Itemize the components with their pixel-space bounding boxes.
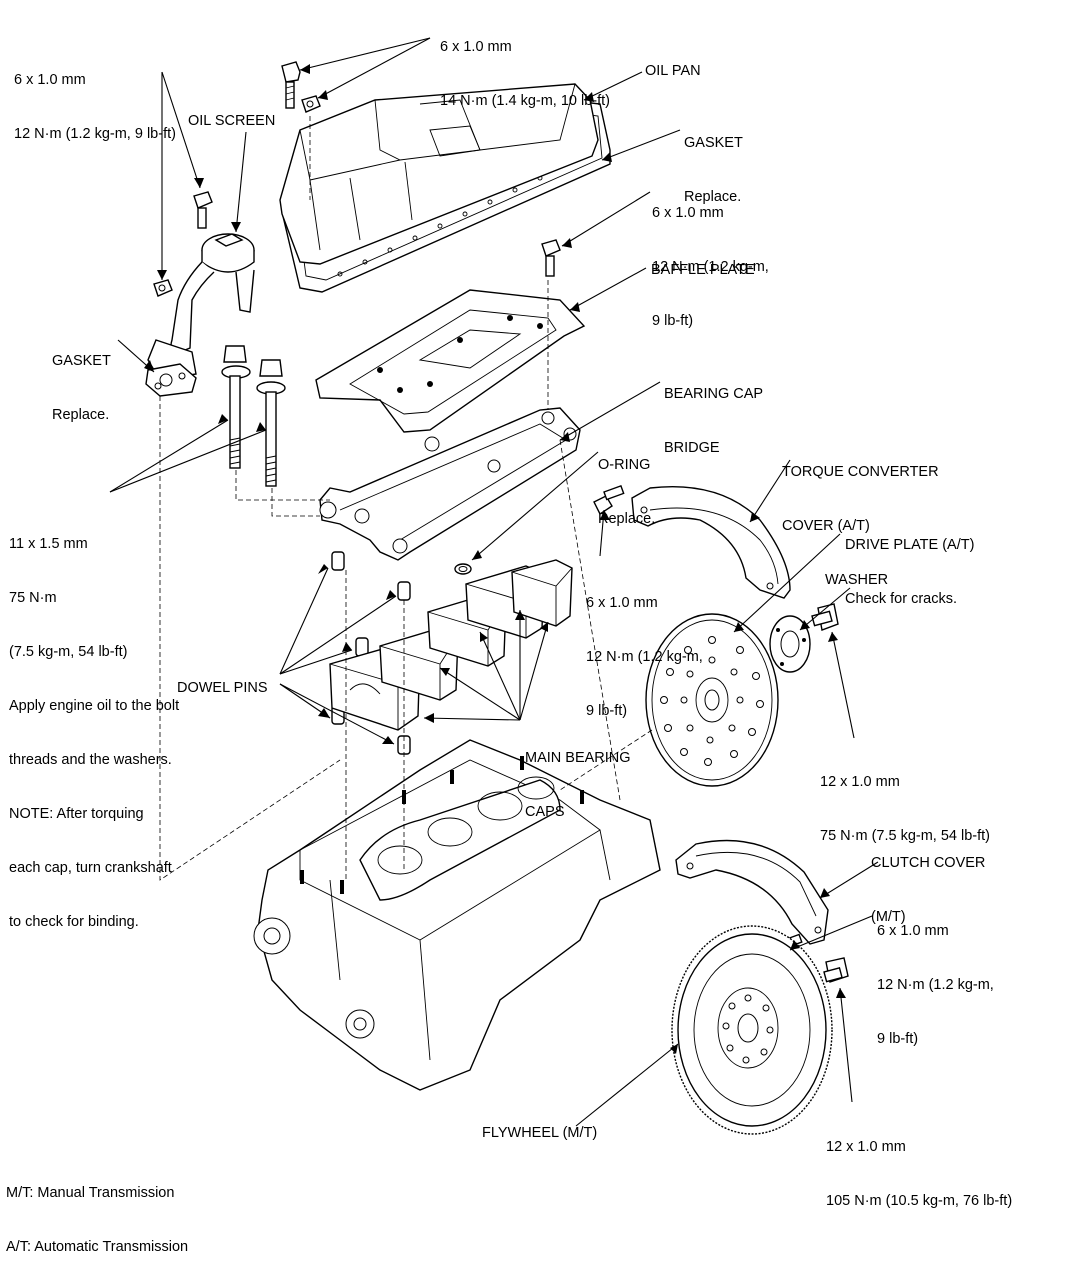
flywheel <box>671 925 833 1135</box>
clutch-cover-bolt-torque-1: 12 N·m (1.2 kg-m, <box>877 977 994 993</box>
o-ring-note: Replace. <box>598 511 656 527</box>
drive-plate-label: DRIVE PLATE (A/T) Check for cracks. <box>845 500 974 626</box>
screen-gasket-label: GASKET Replace. <box>52 316 111 442</box>
drive-plate-note: Check for cracks. <box>845 591 957 607</box>
baffle-plate <box>315 289 586 433</box>
baffle-bolt-spec: 6 x 1.0 mm 12 N·m (1.2 kg-m, 9 lb-ft) <box>652 168 769 348</box>
screen-gasket-note: Replace. <box>52 407 110 423</box>
o-ring <box>454 563 472 575</box>
exploded-view-diagram <box>109 37 879 1135</box>
clutch-cover-bolt-size: 6 x 1.0 mm <box>877 923 949 939</box>
main-bolt-spec: 11 x 1.5 mm 75 N·m (7.5 kg-m, 54 lb-ft) … <box>9 499 179 949</box>
screen-gasket-name: GASKET <box>52 353 111 369</box>
oil-pan-bolt-torque: 14 N·m (1.4 kg-m, 10 lb-ft) <box>440 93 611 109</box>
clutch-cover <box>675 839 829 945</box>
main-bolt-note-3: NOTE: After torquing <box>9 806 144 822</box>
oil-screen-bolt <box>193 191 213 229</box>
dowel-pin <box>397 581 411 601</box>
drive-plate-bolt-torque: 75 N·m (7.5 kg-m, 54 lb-ft) <box>820 828 991 844</box>
oil-pan-bolt-spec: 6 x 1.0 mm 14 N·m (1.4 kg-m, 10 lb-ft) <box>440 2 610 128</box>
oil-pan-bolt-size: 6 x 1.0 mm <box>440 39 512 55</box>
cover-bolt-spec: 6 x 1.0 mm 12 N·m (1.2 kg-m, 9 lb-ft) <box>586 558 703 738</box>
main-bearing-caps-line1: MAIN BEARING <box>525 750 631 766</box>
bearing-cap-bridge-line1: BEARING CAP <box>664 386 764 402</box>
main-bearing-caps-line2: CAPS <box>525 804 565 820</box>
engine-block <box>253 739 661 1091</box>
leader-lines <box>109 37 879 1127</box>
drive-plate-bolt-size: 12 x 1.0 mm <box>820 774 900 790</box>
alignment-lines <box>159 116 653 881</box>
torque-converter-cover-line1: TORQUE CONVERTER <box>782 464 939 480</box>
dowel-pins-label: DOWEL PINS <box>177 680 268 696</box>
arrowheads <box>144 64 846 1054</box>
main-bolt-note-1: Apply engine oil to the bolt <box>9 698 180 714</box>
legend-mt: M/T: Manual Transmission <box>6 1185 175 1201</box>
oil-screen-nut <box>153 279 173 297</box>
cover-bolt-size: 6 x 1.0 mm <box>586 595 658 611</box>
cover-bolt-torque-1: 12 N·m (1.2 kg-m, <box>586 649 703 665</box>
main-bearing-caps-label: MAIN BEARING CAPS <box>525 713 631 839</box>
o-ring-name: O-RING <box>598 457 651 473</box>
main-bearing-bolt <box>256 359 286 487</box>
o-ring-label: O-RING Replace. <box>598 420 655 546</box>
main-bolt-note-4: each cap, turn crankshaft <box>9 860 172 876</box>
oil-pan-label: OIL PAN <box>645 63 701 79</box>
drive-plate-name: DRIVE PLATE (A/T) <box>845 537 975 553</box>
baffle-plate-label: BAFFLE PLATE <box>651 262 755 278</box>
clutch-cover-bolt-spec: 6 x 1.0 mm 12 N·m (1.2 kg-m, 9 lb-ft) <box>877 886 994 1066</box>
dowel-pin <box>331 551 345 571</box>
torque-converter-cover <box>631 485 791 599</box>
torque-converter-cover-bolt <box>593 484 625 516</box>
oil-pan-nut <box>301 95 321 113</box>
pan-gasket-name: GASKET <box>684 135 743 151</box>
main-bolt-size: 11 x 1.5 mm <box>9 536 88 552</box>
pan-gasket-label: GASKET Replace. <box>684 98 743 224</box>
flywheel-bolt <box>823 957 849 983</box>
flywheel-bolt-size: 12 x 1.0 mm <box>826 1139 906 1155</box>
pan-gasket-note: Replace. <box>684 189 742 205</box>
clutch-cover-line2: (M/T) <box>871 909 906 925</box>
baffle-bolt-size: 6 x 1.0 mm <box>652 205 724 221</box>
main-bearing-bolt <box>221 345 251 469</box>
flywheel-bolt-spec: 12 x 1.0 mm 105 N·m (10.5 kg-m, 76 lb-ft… <box>826 1102 1012 1228</box>
torque-converter-cover-label: TORQUE CONVERTER COVER (A/T) <box>782 427 939 553</box>
main-bolt-torque: 75 N·m <box>9 590 57 606</box>
legend-at: A/T: Automatic Transmission <box>6 1239 189 1255</box>
washer-label: WASHER <box>825 572 889 588</box>
clutch-cover-label: CLUTCH COVER (M/T) <box>871 818 985 944</box>
oil-pan-bolt <box>281 61 301 109</box>
oil-screen-bolt-size: 6 x 1.0 mm <box>14 72 86 88</box>
abbreviation-legend: M/T: Manual Transmission A/T: Automatic … <box>6 1148 188 1274</box>
oil-screen <box>147 233 255 381</box>
drive-plate-bolt-spec: 12 x 1.0 mm 75 N·m (7.5 kg-m, 54 lb-ft) <box>820 737 990 863</box>
oil-pan <box>279 83 599 265</box>
clutch-cover-line1: CLUTCH COVER <box>871 855 986 871</box>
cover-bolt-torque-2: 9 lb-ft) <box>586 703 628 719</box>
main-bearing-cap <box>511 559 573 627</box>
torque-converter-cover-line2: COVER (A/T) <box>782 518 870 534</box>
bearing-cap-bridge <box>319 407 581 561</box>
main-bolt-note-2: threads and the washers. <box>9 752 172 768</box>
main-bolt-note-5: to check for binding. <box>9 914 139 930</box>
flywheel-bolt-torque: 105 N·m (10.5 kg-m, 76 lb-ft) <box>826 1193 1013 1209</box>
bearing-cap-bridge-line2: BRIDGE <box>664 440 720 456</box>
oil-screen-bolt-spec: 6 x 1.0 mm 12 N·m (1.2 kg-m, 9 lb-ft) <box>14 35 176 161</box>
main-bolt-torque-alt: (7.5 kg-m, 54 lb-ft) <box>9 644 128 660</box>
flywheel-label: FLYWHEEL (M/T) <box>482 1125 598 1141</box>
oil-screen-bolt-torque: 12 N·m (1.2 kg-m, 9 lb-ft) <box>14 126 176 142</box>
baffle-plate-bolt <box>541 239 561 277</box>
baffle-bolt-torque-2: 9 lb-ft) <box>652 313 694 329</box>
clutch-cover-bolt-torque-2: 9 lb-ft) <box>877 1031 919 1047</box>
drive-plate <box>645 613 779 787</box>
oil-screen-gasket <box>145 363 197 397</box>
bearing-cap-bridge-label: BEARING CAP BRIDGE <box>664 349 763 475</box>
oil-screen-label: OIL SCREEN <box>188 113 276 129</box>
baffle-bolt-torque-1: 12 N·m (1.2 kg-m, <box>652 259 769 275</box>
